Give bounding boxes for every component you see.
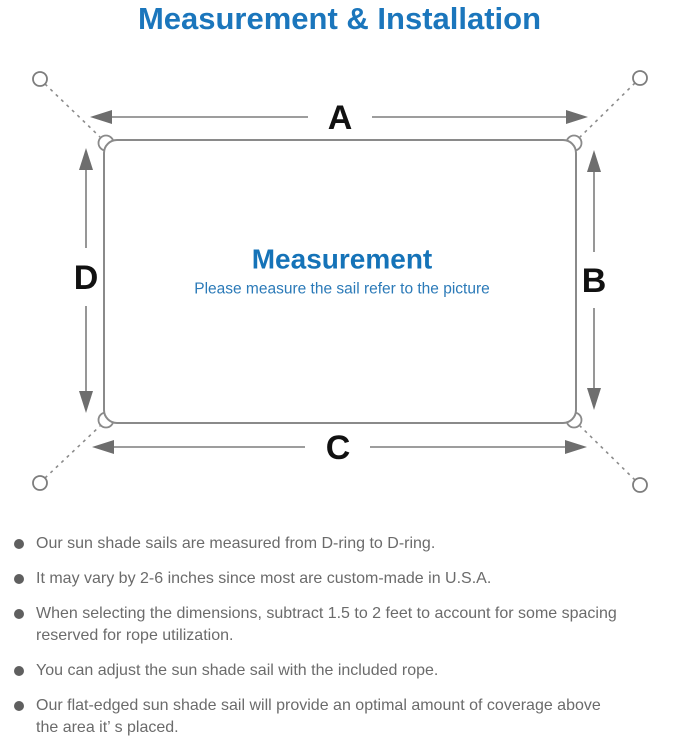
dim-label-b: B [582, 262, 607, 300]
center-subtitle: Please measure the sail refer to the pic… [194, 281, 490, 298]
rope-bottom-right [579, 425, 636, 481]
anchor-ring-icon [32, 475, 48, 491]
dim-label-d: D [74, 259, 99, 297]
note-text: When selecting the dimensions, subtract … [36, 605, 617, 644]
note-text: Our sun shade sails are measured from D-… [36, 535, 436, 552]
rope-bottom-left [44, 425, 101, 479]
arrow-right-icon [566, 110, 588, 124]
note-item: Our flat-edged sun shade sail will provi… [8, 695, 658, 739]
anchor-ring-icon [632, 477, 648, 493]
arrow-up-icon [79, 148, 93, 170]
dimension-arrow-a [90, 110, 588, 124]
arrow-down-icon [587, 388, 601, 410]
bullet-dot-icon [14, 539, 24, 549]
dimension-arrow-c [92, 440, 587, 454]
note-item: Our sun shade sails are measured from D-… [8, 533, 658, 555]
measurement-diagram: A B C D Measurement Please measure the s… [32, 70, 648, 493]
note-text: Our flat-edged sun shade sail will provi… [36, 697, 601, 736]
bullet-dot-icon [14, 609, 24, 619]
rope-top-right [579, 82, 636, 138]
arrow-down-icon [79, 391, 93, 413]
center-title: Measurement [252, 244, 433, 275]
note-item: It may vary by 2-6 inches since most are… [8, 568, 658, 590]
dimension-arrow-b [587, 150, 601, 410]
arrow-up-icon [587, 150, 601, 172]
dim-label-c: C [326, 429, 351, 467]
arrow-left-icon [92, 440, 114, 454]
anchor-ring-icon [32, 71, 48, 87]
anchor-ring-icon [632, 70, 648, 86]
note-text: It may vary by 2-6 inches since most are… [36, 570, 492, 587]
bullet-dot-icon [14, 701, 24, 711]
dimension-arrow-d [79, 148, 93, 413]
arrow-right-icon [565, 440, 587, 454]
note-text: You can adjust the sun shade sail with t… [36, 662, 439, 679]
bullet-dot-icon [14, 666, 24, 676]
anchor-rope-lines [44, 82, 636, 481]
rope-top-left [44, 83, 101, 138]
notes-list: Our sun shade sails are measured from D-… [8, 533, 658, 739]
page-title: Measurement & Installation [137, 1, 542, 36]
bullet-dot-icon [14, 574, 24, 584]
note-item: When selecting the dimensions, subtract … [8, 603, 658, 647]
anchor-rings [32, 70, 648, 493]
arrow-left-icon [90, 110, 112, 124]
sail-outline [103, 139, 577, 424]
dim-label-a: A [328, 99, 353, 137]
note-item: You can adjust the sun shade sail with t… [8, 660, 658, 682]
